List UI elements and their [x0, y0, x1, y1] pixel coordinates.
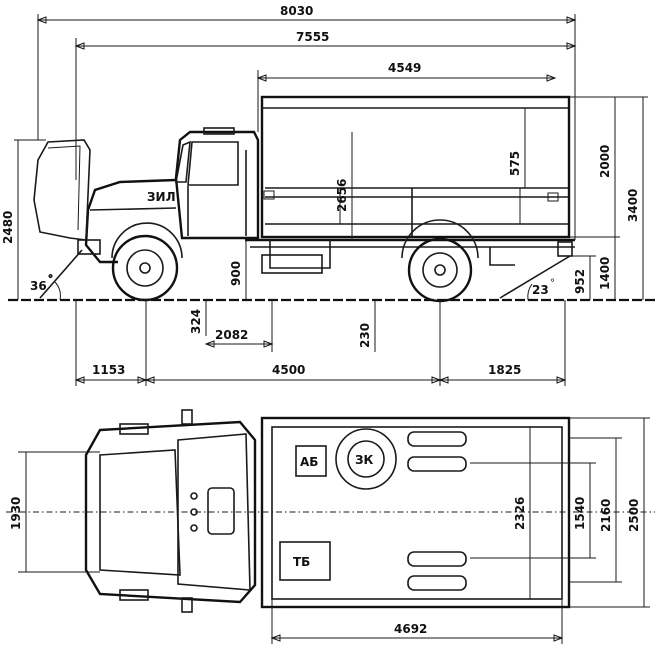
front-bumper: [77, 239, 101, 255]
dim-rear-height: 952: [573, 269, 587, 294]
degree-mark: °: [48, 274, 53, 285]
dim-2082: 2082: [215, 328, 248, 342]
departure-angle-arc: [527, 283, 533, 301]
cab-roof-top: [177, 433, 251, 591]
dim-wheelbase: 4500: [272, 363, 305, 377]
dim-rear-width: 2160: [599, 499, 613, 532]
dim-arrows: [256, 74, 557, 82]
dim-arrows: [74, 376, 567, 384]
dim-awning-height: 2000: [598, 145, 612, 178]
cargo-body: [260, 95, 571, 239]
dim-clearance-rear: 230: [358, 323, 372, 348]
spare-wheel-label: ЗК: [355, 453, 374, 467]
spare-wheel-outer: [335, 428, 397, 490]
side-view: ЗИЛ 8030 7555 4549: [1, 4, 655, 386]
platform-top: [260, 416, 571, 609]
dim-floor-height: 1400: [598, 257, 612, 290]
board-lock-1: [263, 190, 275, 200]
rear-wheel-rim: [422, 252, 458, 288]
cab-top-outline: [84, 420, 257, 604]
cab-roof-light: [203, 127, 235, 135]
cab-door-window: [187, 141, 239, 186]
hood-line: [89, 207, 177, 211]
dim-rear-overhang: 1825: [488, 363, 521, 377]
dim-rear-track: 1540: [573, 497, 587, 530]
rear-wheel-top-4: [407, 575, 467, 591]
approach-angle-arc: [54, 281, 61, 301]
mirror-right: [181, 597, 193, 613]
roof-hatch: [207, 487, 235, 535]
board-lock-2: [547, 192, 559, 202]
spare-wheel-inner: [347, 440, 385, 478]
departure-angle-line: [499, 255, 571, 299]
fuel-tank-label: ТБ: [293, 555, 310, 569]
dim-cab-width: 1930: [9, 497, 23, 530]
grille-badge: ЗИЛ: [147, 190, 176, 204]
dim-arrows: [204, 340, 274, 348]
dim-inner-height: 2656: [335, 179, 349, 212]
mirror-left: [181, 409, 193, 425]
front-wheel: [111, 234, 179, 302]
front-wheel-hub: [139, 262, 151, 274]
rear-light: [557, 241, 573, 257]
opened-hood-inner: [47, 145, 81, 231]
dim-platform-length: 4549: [388, 61, 421, 75]
battery-box: [295, 445, 327, 477]
dim-overall-width: 2500: [627, 499, 641, 532]
rear-wheel: [407, 237, 473, 303]
cab-outline: [174, 130, 260, 240]
approach-angle-line: [39, 249, 83, 299]
dim-cab-height: 2480: [1, 211, 15, 244]
opened-hood: [33, 139, 91, 241]
front-wheel-top-right: [119, 589, 149, 601]
roof-lamp-1: [190, 492, 198, 500]
dim-arrows: [270, 634, 564, 642]
rear-wheel-top-2: [407, 456, 467, 472]
dim-clearance-front: 324: [189, 309, 203, 334]
dim-length-7555: 7555: [296, 30, 329, 44]
dim-overall-length: 8030: [280, 4, 313, 18]
dim-front-overhang: 1153: [92, 363, 125, 377]
rear-wheel-top-1: [407, 431, 467, 447]
dim-platform-inner-length: 4692: [394, 622, 427, 636]
degree-mark: °: [550, 278, 555, 289]
battery-label: АБ: [300, 455, 318, 469]
fuel-tank-side: [269, 240, 331, 269]
dim-arrows: [74, 42, 577, 50]
windshield: [175, 140, 191, 183]
front-wheel-rim: [126, 249, 164, 287]
front-wheel-arch: [111, 222, 183, 259]
angle-front: 36: [30, 279, 47, 293]
roof-lamp-3: [190, 524, 198, 532]
angle-rear: 23: [532, 283, 549, 297]
dim-platform-width: 2326: [513, 497, 527, 530]
hood-top: [99, 449, 181, 576]
front-wheel-top-left: [119, 423, 149, 435]
rear-wheel-hub: [434, 264, 446, 276]
dim-frame-height: 900: [229, 261, 243, 286]
dim-board-height: 575: [508, 151, 522, 176]
rear-bracket: [489, 247, 515, 266]
fuel-tank-box: [279, 541, 331, 581]
rear-wheel-top-3: [407, 551, 467, 567]
toolbox: [261, 254, 323, 274]
dim-arrows: [36, 16, 577, 24]
top-view: 1930 АБ ЗК ТБ 2326 1540 2160 2500: [6, 409, 655, 644]
dim-overall-height: 3400: [626, 189, 640, 222]
roof-lamp-2: [190, 508, 198, 516]
platform-inner: [271, 426, 563, 600]
rear-wheel-arch: [401, 219, 479, 259]
